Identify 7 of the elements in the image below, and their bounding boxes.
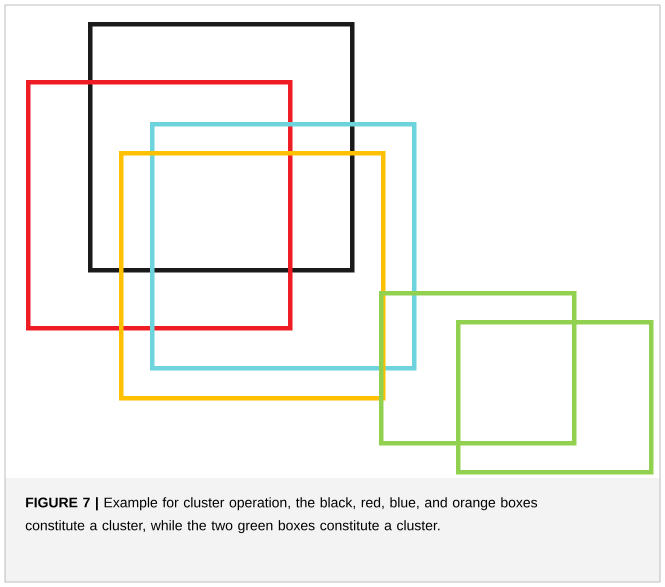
cluster-box bbox=[456, 320, 654, 474]
figure-caption: FIGURE 7 | Example for cluster operation, the black, red, blue, and orange boxes constitute a cluster, while the two green boxes constitute a cluster. bbox=[6, 478, 660, 582]
cluster-box bbox=[150, 122, 416, 370]
cluster-box bbox=[26, 80, 292, 330]
cluster-box bbox=[88, 22, 354, 272]
cluster-box bbox=[119, 151, 386, 400]
cluster-box bbox=[379, 291, 576, 446]
